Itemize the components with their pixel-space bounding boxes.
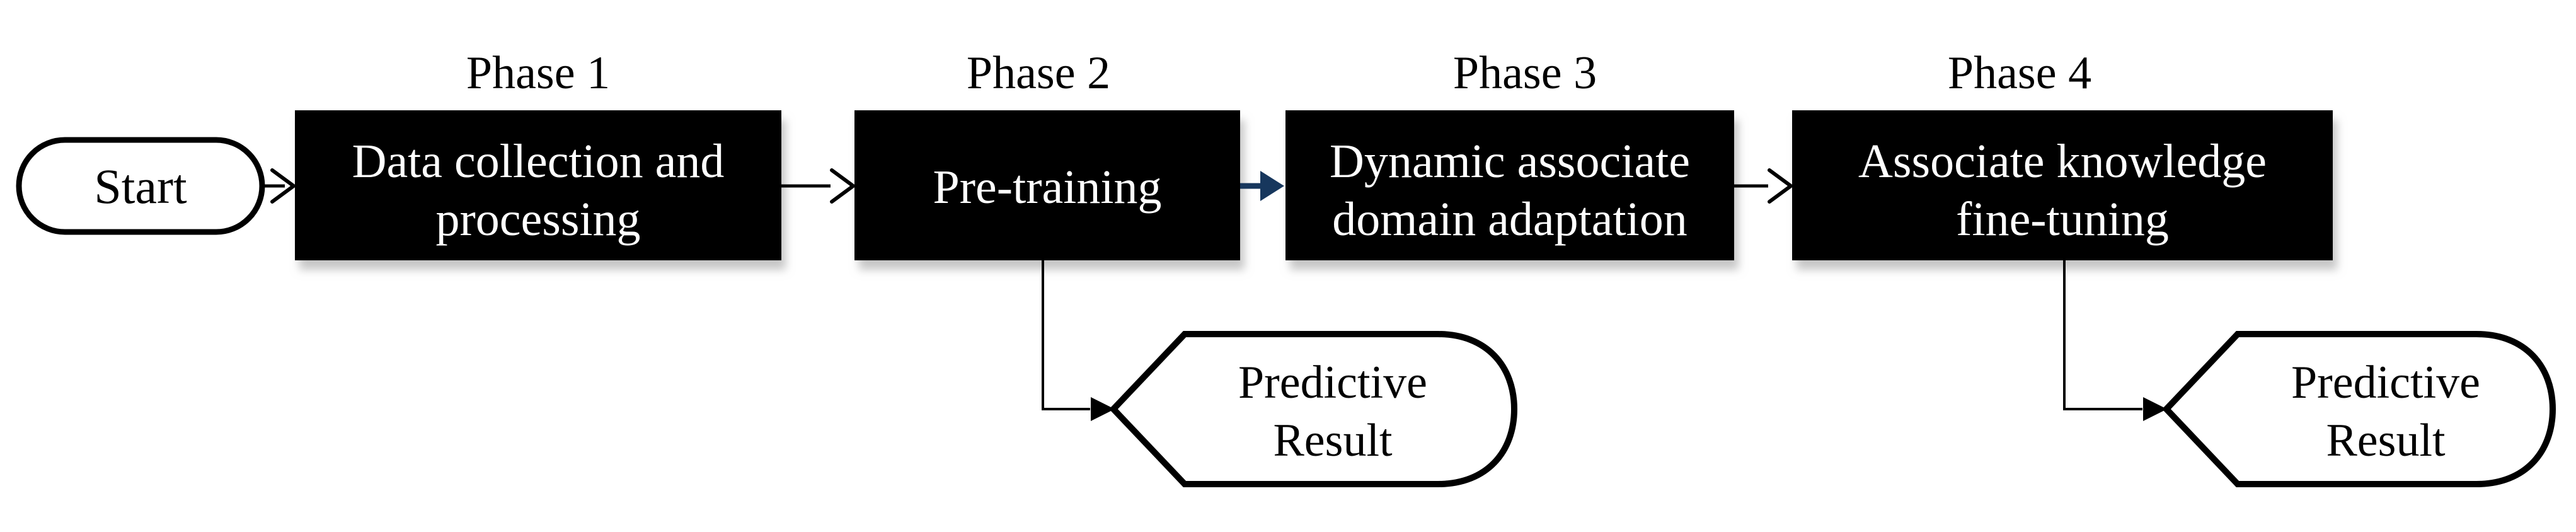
phase2-box xyxy=(854,110,1240,260)
result2-label-line1: Predictive xyxy=(2291,357,2480,408)
arrowhead-open-icon xyxy=(830,168,857,204)
phase3-label-line1: Dynamic associate xyxy=(1330,135,1690,188)
connector-phase4-to-result2 xyxy=(2063,260,2167,421)
arrowhead-solid-icon xyxy=(1091,397,1115,421)
phase3-title: Phase 3 xyxy=(1453,47,1597,99)
phase1-box xyxy=(295,110,781,260)
arrowhead-open-icon xyxy=(1768,168,1795,204)
result1-shape xyxy=(1109,331,1518,487)
connector-phase3-to-phase4 xyxy=(1734,168,1795,204)
phase1-node: Phase 1 Data collection and processing xyxy=(295,47,781,260)
phase3-label-line2: domain adaptation xyxy=(1332,193,1688,246)
arrowhead-solid-accent-icon xyxy=(1260,171,1284,201)
phase4-label-line2: fine-tuning xyxy=(1956,193,2169,246)
connector-phase2-to-result1 xyxy=(1042,260,1115,421)
phase4-node: Phase 4 Associate knowledge fine-tuning xyxy=(1792,47,2333,260)
phase1-title: Phase 1 xyxy=(466,47,610,99)
phase2-node: Phase 2 Pre-training xyxy=(854,47,1240,260)
phase1-label-line1: Data collection and xyxy=(352,135,725,188)
phase4-box xyxy=(1792,110,2333,260)
connector-elbow-line xyxy=(2063,260,2142,410)
arrowhead-solid-icon xyxy=(2143,397,2167,421)
result1-label-line1: Predictive xyxy=(1238,357,1427,408)
phase2-label-line1: Pre-training xyxy=(933,161,1161,214)
phase4-title: Phase 4 xyxy=(1948,47,2091,99)
connector-phase2-to-phase3 xyxy=(1240,171,1284,201)
result1-node: Predictive Result xyxy=(1109,331,1518,487)
phase3-box xyxy=(1285,110,1734,260)
result2-shape xyxy=(2162,331,2556,487)
connector-phase1-to-phase2 xyxy=(781,168,857,204)
phase3-node: Phase 3 Dynamic associate domain adaptat… xyxy=(1285,47,1734,260)
phase1-label-line2: processing xyxy=(435,193,640,246)
connector-start-to-phase1 xyxy=(262,168,297,204)
start-label: Start xyxy=(94,159,187,214)
phase2-title: Phase 2 xyxy=(967,47,1110,99)
connector-elbow-line xyxy=(1042,260,1090,410)
start-node: Start xyxy=(16,137,265,235)
phase4-label-line1: Associate knowledge xyxy=(1858,135,2267,188)
result1-label-line2: Result xyxy=(1273,415,1393,466)
result2-node: Predictive Result xyxy=(2162,331,2556,487)
result2-label-line2: Result xyxy=(2326,415,2446,466)
arrowhead-open-icon xyxy=(270,168,297,204)
